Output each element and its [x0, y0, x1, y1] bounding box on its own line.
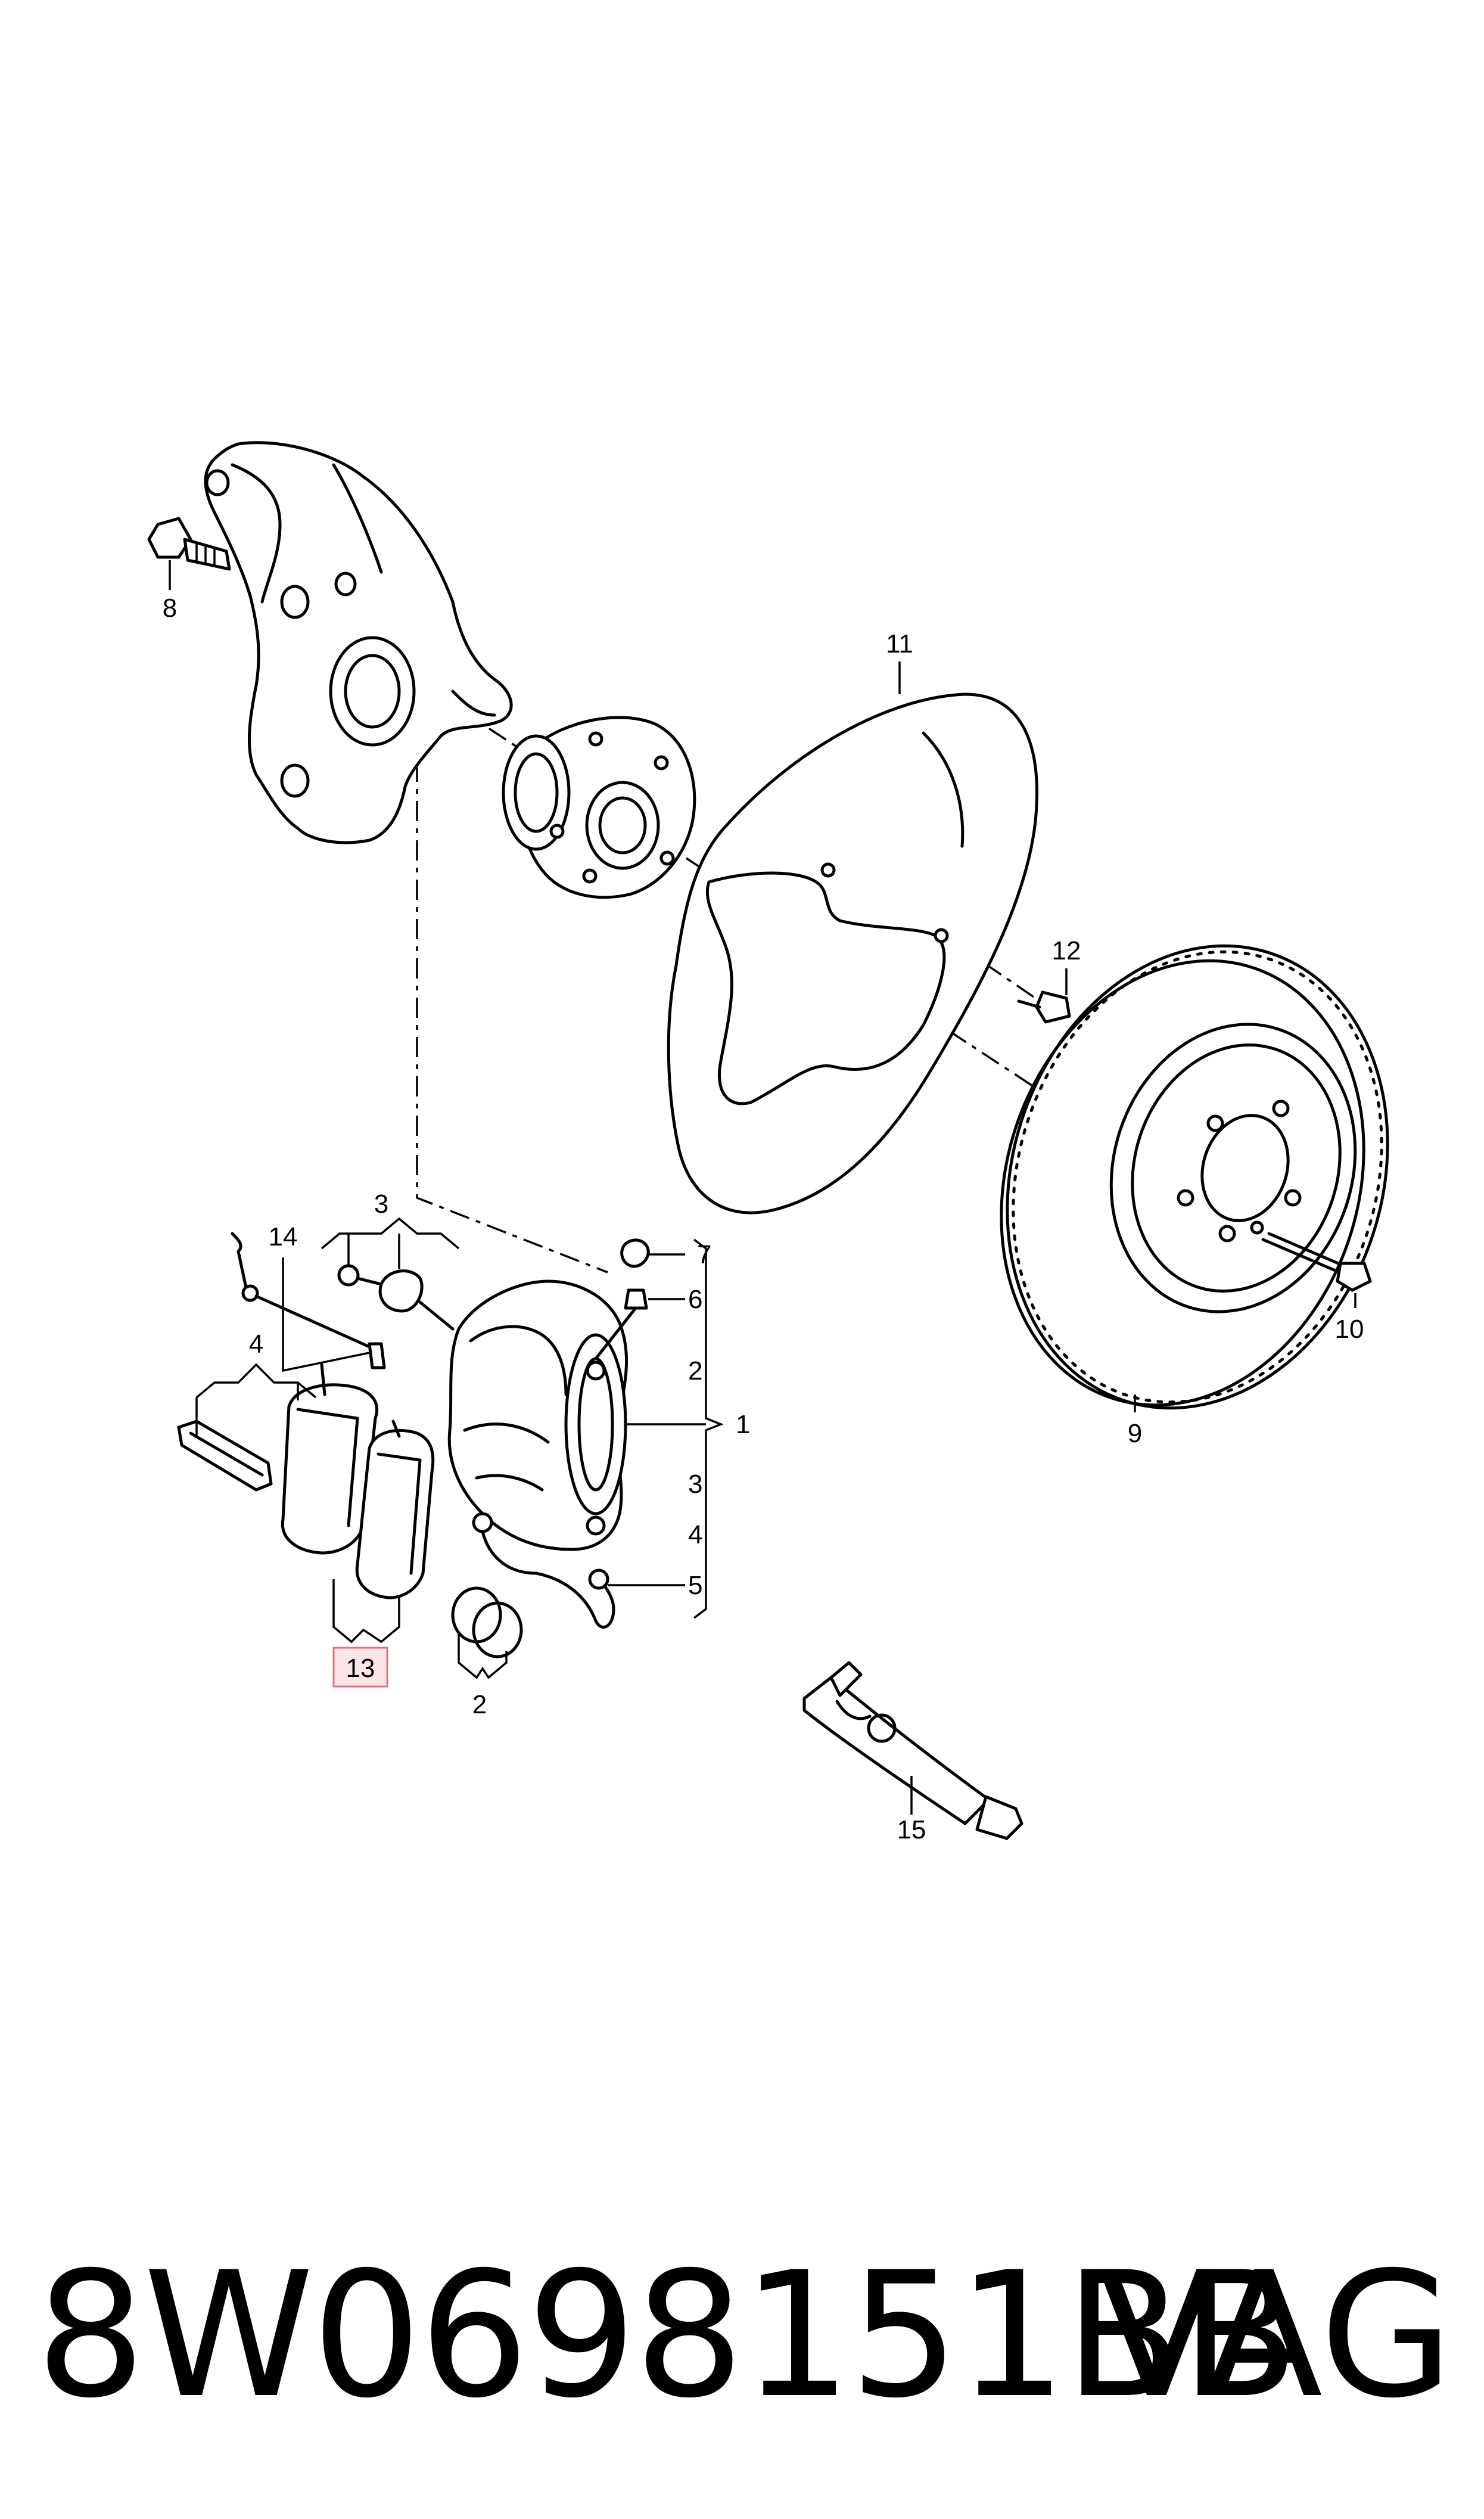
- callout-4-left[interactable]: 4: [249, 1330, 263, 1359]
- callout-3-top[interactable]: 3: [374, 1189, 388, 1219]
- brake-line-5[interactable]: [472, 1512, 615, 1629]
- footer: 8W0698151BB VAG: [36, 2238, 1454, 2434]
- callout-15[interactable]: 15: [897, 1815, 926, 1844]
- callout-9[interactable]: 9: [1128, 1419, 1142, 1448]
- brake-caliper[interactable]: [447, 1279, 628, 1551]
- callout-5[interactable]: 5: [688, 1571, 702, 1600]
- piston-seal-rings[interactable]: [451, 1586, 523, 1658]
- callout-6[interactable]: 6: [688, 1285, 702, 1314]
- callout-7[interactable]: 7: [697, 1240, 711, 1269]
- pad-anti-squeal-shim[interactable]: [177, 1420, 273, 1492]
- wheel-hub-bearing[interactable]: [502, 716, 696, 899]
- caliper-guide-bolt[interactable]: [337, 1264, 455, 1331]
- brake-splash-shield[interactable]: [667, 692, 1038, 1215]
- callout-12[interactable]: 12: [1052, 936, 1081, 965]
- brake-pad-set[interactable]: [281, 1363, 435, 1599]
- steering-knuckle[interactable]: [204, 441, 513, 844]
- callout-13-highlight[interactable]: 13: [332, 1647, 388, 1688]
- bolt-8[interactable]: [147, 517, 231, 571]
- callout-4-right[interactable]: 4: [688, 1520, 702, 1549]
- callout-13[interactable]: 13: [346, 1654, 375, 1683]
- screw-10[interactable]: [1261, 1232, 1372, 1292]
- leader-lines: [169, 560, 1357, 1815]
- part-number: 8W0698151BB: [36, 2235, 1299, 2436]
- callout-8[interactable]: 8: [163, 594, 177, 623]
- callout-2-bottom[interactable]: 2: [472, 1690, 487, 1719]
- callout-2-right[interactable]: 2: [688, 1356, 702, 1386]
- bleeder-valve[interactable]: [594, 1238, 650, 1361]
- callout-labels: 8 11 12 10 9 14 3 4 7 6 2 1 3 4 5 2 15: [163, 594, 1364, 1844]
- pad-wear-sensor[interactable]: [231, 1232, 386, 1369]
- grease-tube[interactable]: [802, 1661, 1023, 1840]
- screw-12[interactable]: [1017, 990, 1071, 1024]
- callout-10[interactable]: 10: [1335, 1315, 1364, 1344]
- brand-name: VAG: [1097, 2235, 1454, 2436]
- callout-3-right[interactable]: 3: [688, 1470, 702, 1499]
- callout-14[interactable]: 14: [269, 1222, 298, 1251]
- callout-1[interactable]: 1: [736, 1410, 750, 1439]
- callout-11[interactable]: 11: [886, 629, 913, 659]
- brake-disc[interactable]: [945, 896, 1446, 1458]
